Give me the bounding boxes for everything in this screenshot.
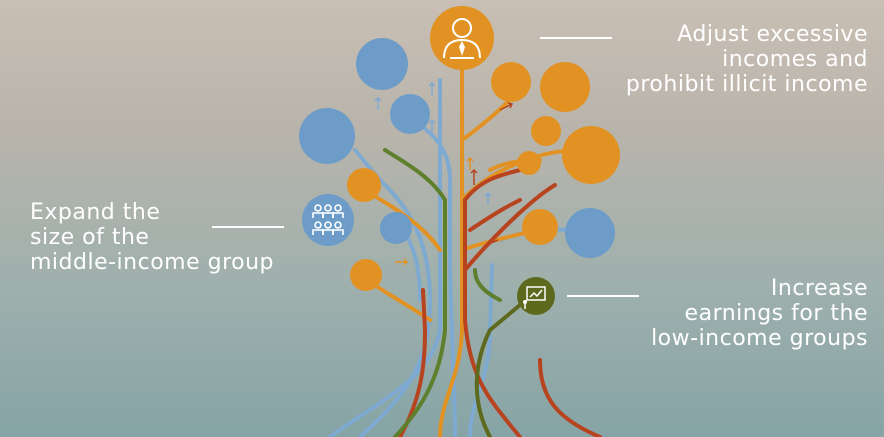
- branch-line-green: [473, 268, 502, 302]
- branch-line-red: [463, 168, 522, 437]
- branch-line-green: [383, 148, 447, 437]
- leaf-circle-orange: [350, 259, 382, 291]
- leaf-circle-blue: [299, 108, 355, 164]
- branch-line-red: [463, 183, 557, 272]
- group-of-people-icon: [302, 194, 354, 246]
- label-adjust-excessive-incomes: Adjust excessive incomes and prohibit il…: [625, 22, 868, 97]
- branch-line-orange: [438, 58, 464, 437]
- leaf-circle-orange: [531, 116, 561, 146]
- arrow-mark: [428, 118, 436, 132]
- connector-line-top: [540, 37, 612, 39]
- leaf-circle-orange: [491, 62, 531, 102]
- leaf-circle-orange: [562, 126, 620, 184]
- connector-line-bottom: [567, 295, 639, 297]
- branch-line-blue: [403, 113, 457, 437]
- arrow-mark: [466, 156, 474, 170]
- branch-line-red: [538, 358, 602, 437]
- branch-line-blue: [328, 78, 442, 437]
- arrow-mark: [499, 102, 514, 111]
- label-increase-low-income-earnings: Increase earnings for the low-income gro…: [651, 276, 868, 351]
- branch-line-red: [468, 198, 522, 232]
- label-expand-middle-income: Expand the size of the middle-income gro…: [30, 200, 275, 275]
- arrow-mark: [428, 81, 436, 95]
- leaf-circle-orange: [540, 62, 590, 112]
- person-with-tie-icon: [430, 6, 494, 70]
- branch-line-blue: [353, 148, 433, 437]
- arrow-mark: [374, 96, 382, 110]
- leaf-circle-blue: [356, 38, 408, 90]
- leaf-circle-orange: [522, 209, 558, 245]
- branch-line-green: [474, 303, 522, 437]
- leaf-circle-blue: [380, 212, 412, 244]
- leaf-circle-orange: [517, 151, 541, 175]
- arrow-mark: [395, 258, 409, 266]
- arrow-mark: [485, 239, 499, 246]
- arrow-mark: [484, 191, 492, 205]
- connector-line-left: [212, 226, 284, 228]
- leaf-circle-orange: [347, 168, 381, 202]
- arrow-mark: [470, 168, 478, 185]
- leaf-circle-blue: [390, 94, 430, 134]
- leaf-circle-blue: [565, 208, 615, 258]
- chart-presentation-icon: [517, 277, 555, 315]
